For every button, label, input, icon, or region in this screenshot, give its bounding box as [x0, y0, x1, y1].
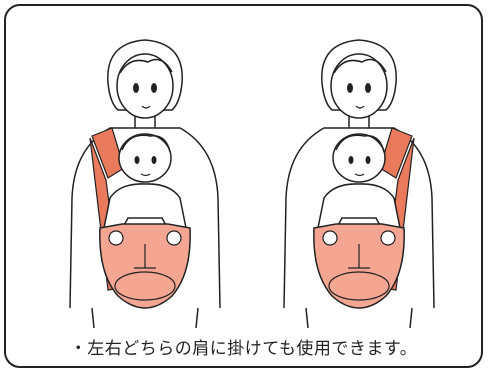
caption: ・左右どちらの肩に掛けても使用できます。 — [6, 334, 481, 359]
parent-with-baby-right-svg — [283, 39, 435, 328]
parent-with-baby-left-svg — [69, 39, 221, 328]
right-carrier-illustration — [264, 28, 454, 328]
left-carrier-illustration — [50, 28, 240, 328]
illustration-panel: ・左右どちらの肩に掛けても使用できます。 — [4, 4, 483, 368]
caption-bullet: ・ — [69, 339, 88, 359]
caption-text: 左右どちらの肩に掛けても使用できます。 — [87, 339, 418, 359]
